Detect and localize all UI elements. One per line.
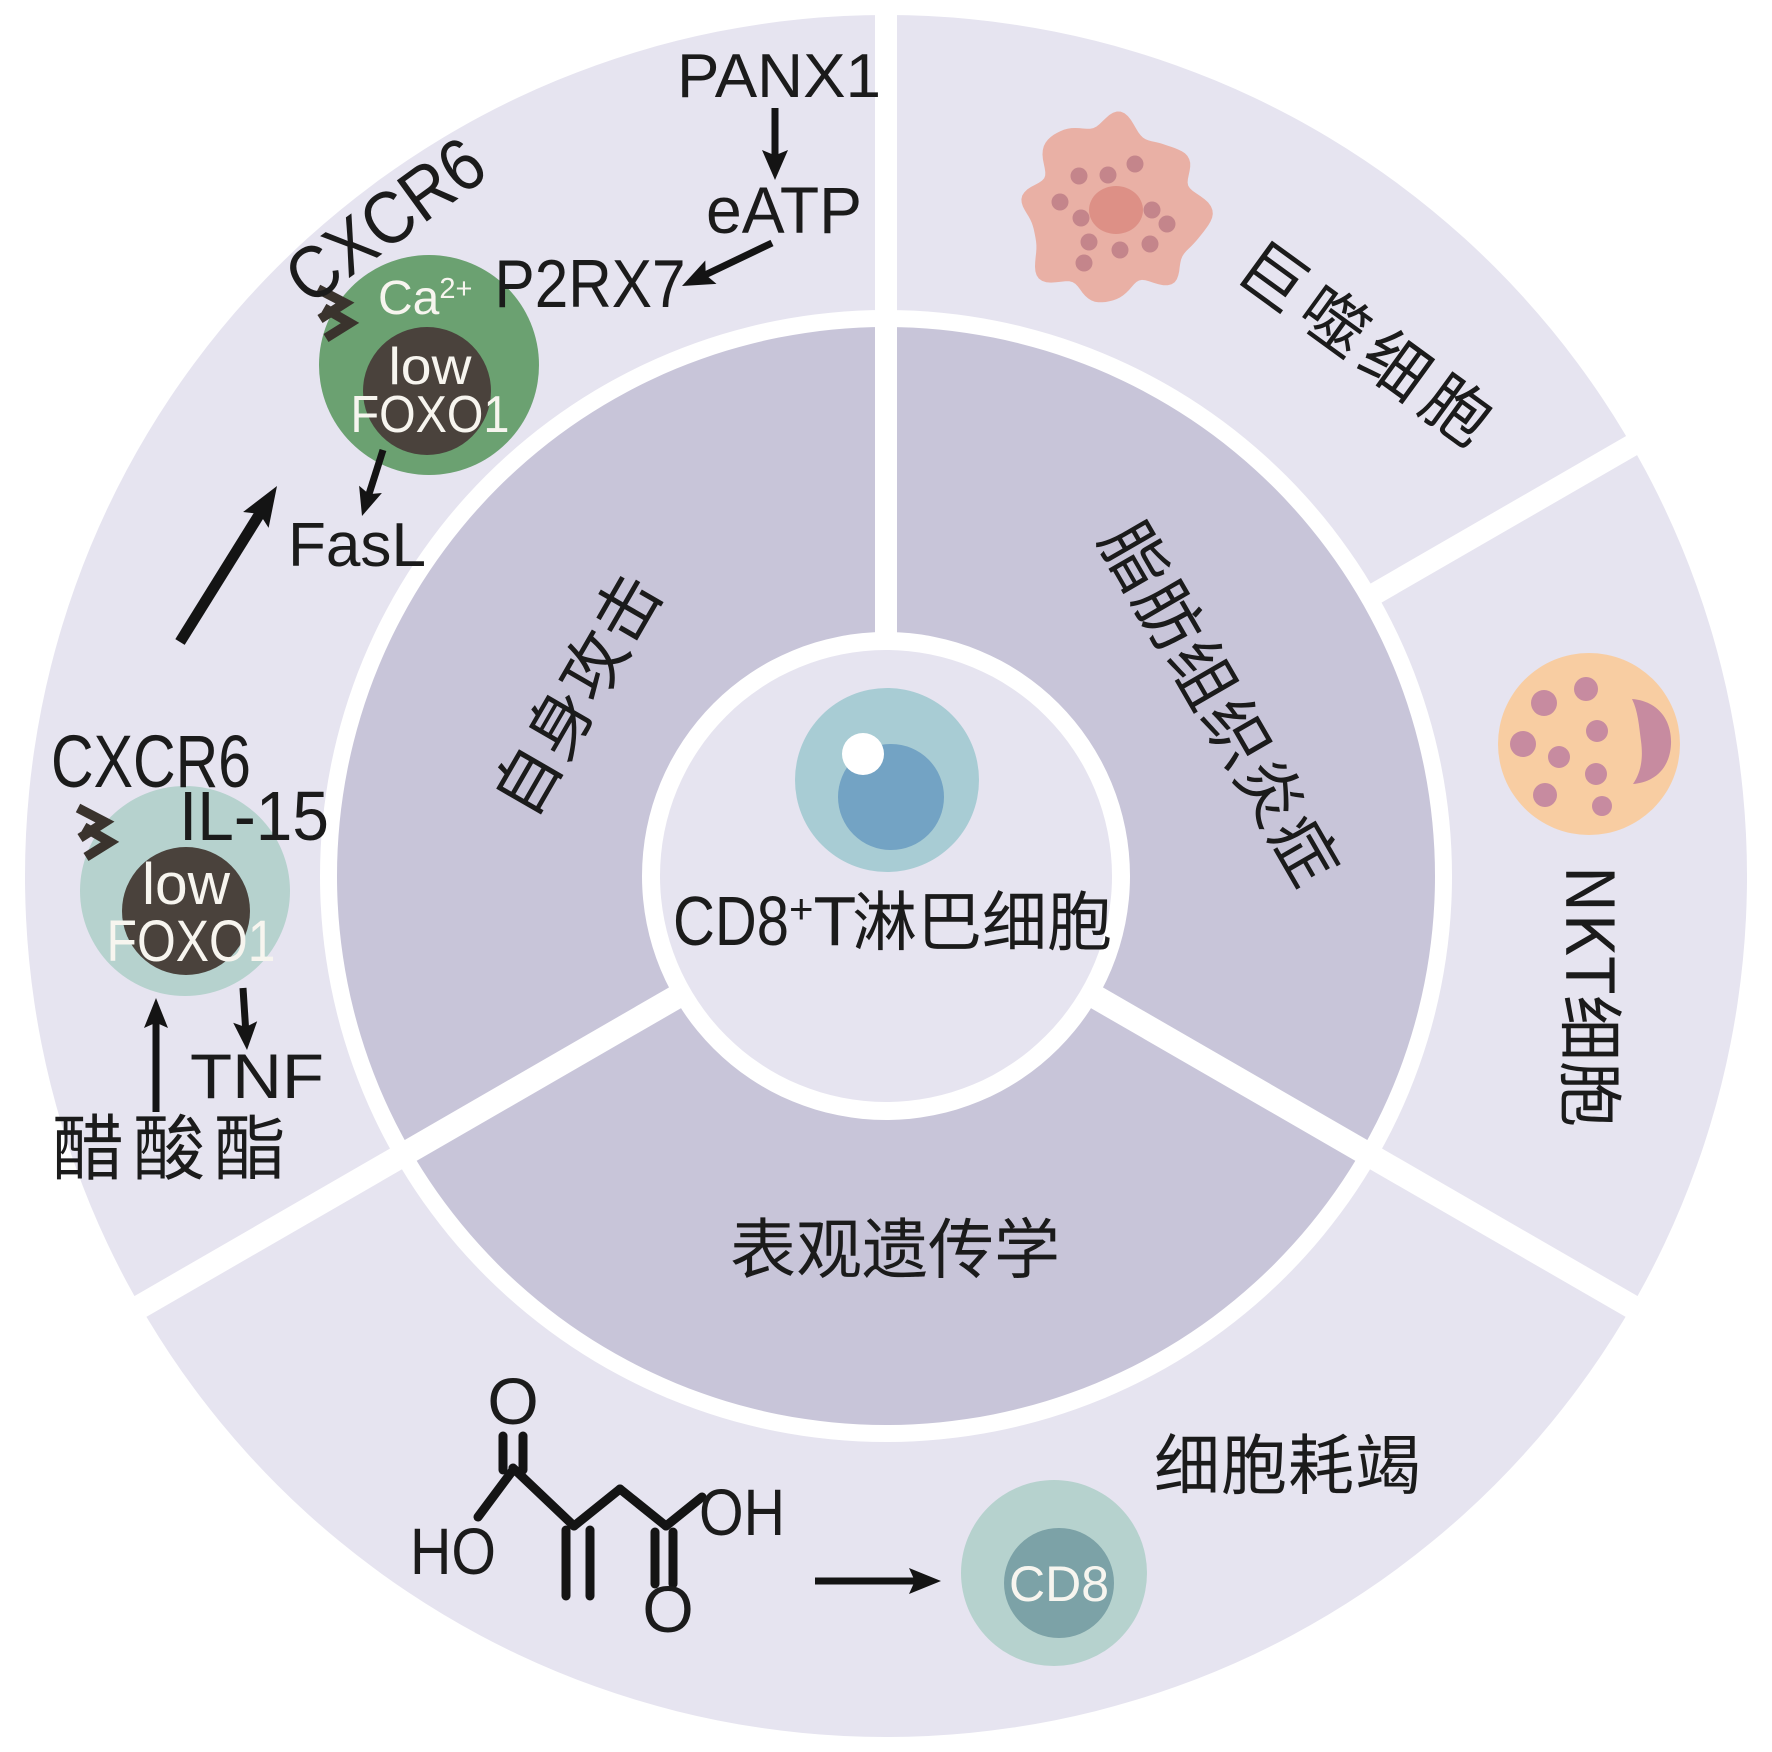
bond xyxy=(615,1484,671,1531)
macrophage-nucleus xyxy=(1089,186,1143,234)
molecule-ho: HO xyxy=(410,1514,496,1588)
arrow-shaft xyxy=(239,987,250,1035)
nkt-granule xyxy=(1585,763,1607,785)
arrow-tealcell-to-tnf xyxy=(233,987,258,1050)
label-cell-exhaustion xyxy=(1156,1433,1418,1495)
label-nkt-cell xyxy=(1560,871,1622,1125)
nkt-granule xyxy=(1533,783,1557,807)
arrow-head xyxy=(909,1568,941,1594)
arrow-panx1-to-eatp xyxy=(762,108,788,180)
arrow-head xyxy=(144,998,168,1028)
inner-circle xyxy=(660,650,1112,1102)
macrophage-granule xyxy=(1141,235,1159,253)
spoke-upper-right xyxy=(1360,426,1654,609)
macrophage-granule xyxy=(1070,167,1088,185)
arrow-shaft xyxy=(363,448,387,503)
macrophage-granule xyxy=(1051,193,1069,211)
nkt-granule xyxy=(1548,746,1570,768)
nkt-granule xyxy=(1592,796,1612,816)
bond xyxy=(569,1484,625,1531)
macrophage-granule xyxy=(1075,254,1093,272)
green-cell-nucleus xyxy=(363,327,491,455)
arrow-head xyxy=(762,150,788,180)
molecule-oh: OH xyxy=(699,1475,785,1549)
nkt-granule xyxy=(1586,720,1608,742)
teal-cell-nucleus xyxy=(122,847,250,975)
macrophage-granule xyxy=(1143,201,1161,219)
center-label-latin: CD8+T xyxy=(673,882,856,960)
teal-cell-foxo1-line1: low xyxy=(142,852,231,917)
nkt-granule xyxy=(1531,690,1557,716)
molecule-o-bottom: O xyxy=(642,1572,693,1646)
macrophage-granule xyxy=(1099,166,1117,184)
cd8-t-cell-icon xyxy=(795,688,979,872)
bond xyxy=(473,1465,518,1522)
spoke-lower-left xyxy=(117,980,693,1327)
macrophage-granule xyxy=(1072,209,1090,227)
macrophage-granule xyxy=(1126,155,1144,173)
green-effector-cell-icon: Ca2+ low FOXO1 xyxy=(319,255,539,475)
label-tnf: TNF xyxy=(190,1042,324,1112)
zigzag-stroke xyxy=(321,303,360,343)
exhausted-cd8-label: CD8 xyxy=(1009,1556,1109,1612)
arrow-greencell-to-fasl xyxy=(359,448,387,516)
arrow-acetate-to-tealcell xyxy=(144,998,168,1112)
macrophage-granule xyxy=(1080,233,1098,251)
teal-cell-foxo1-line2: FOXO1 xyxy=(107,909,276,974)
label-self-attack xyxy=(496,575,664,815)
spoke-lower-right xyxy=(1079,980,1655,1327)
label-fasl: FasL xyxy=(288,511,426,580)
nkt-granule xyxy=(1510,731,1536,757)
arrow-shaft xyxy=(696,239,774,282)
itaconate-molecule xyxy=(473,1431,707,1601)
nkt-granule xyxy=(1574,677,1598,701)
zigzag-stroke xyxy=(81,822,120,862)
receptor-zigzag-green xyxy=(315,284,360,343)
label-p2rx7: P2RX7 xyxy=(495,246,686,322)
green-cell-foxo1-line2: FOXO1 xyxy=(351,386,510,444)
macrophage-granule xyxy=(1158,215,1176,233)
arrow-head xyxy=(359,485,382,516)
arrow-head xyxy=(682,260,717,286)
receptor-zigzag-teal xyxy=(75,803,120,862)
label-acetate xyxy=(55,1113,283,1180)
arrow-head xyxy=(233,1021,258,1050)
label-il15: IL-15 xyxy=(179,777,329,855)
label-adipose-tissue-inflammation xyxy=(1096,518,1341,890)
nkt-nucleus xyxy=(1632,699,1672,784)
cd8-t-cell-highlight xyxy=(842,733,884,775)
exhausted-cd8-cell-icon: CD8 xyxy=(961,1480,1147,1666)
arrow-molecule-to-cd8 xyxy=(815,1568,941,1594)
arrow-eatp-to-p2rx7 xyxy=(682,239,774,286)
nkt-cell-icon xyxy=(1498,653,1680,835)
green-cell-foxo1-line1: low xyxy=(389,338,472,396)
green-cell-ca-label: Ca2+ xyxy=(378,272,472,325)
exhausted-cd8-core xyxy=(1004,1528,1114,1638)
center-label-cjk xyxy=(854,890,1110,951)
label-eatp: eATP xyxy=(706,173,862,247)
label-panx1: PANX1 xyxy=(677,42,881,111)
bond xyxy=(508,1463,579,1531)
label-epigenetics xyxy=(732,1216,1057,1279)
label-macrophage xyxy=(1239,240,1493,448)
arrow-up-to-greencell xyxy=(175,486,277,645)
label-cxcr6-left: CXCR6 xyxy=(51,720,251,803)
teal-effector-cell-icon: low FOXO1 xyxy=(80,786,290,996)
arrow-head xyxy=(243,486,277,528)
molecule-o-top: O xyxy=(487,1364,538,1438)
arrow-shaft xyxy=(175,501,271,645)
macrophage-granule xyxy=(1111,241,1129,259)
bond xyxy=(661,1492,707,1531)
macrophage-icon xyxy=(1021,111,1213,303)
